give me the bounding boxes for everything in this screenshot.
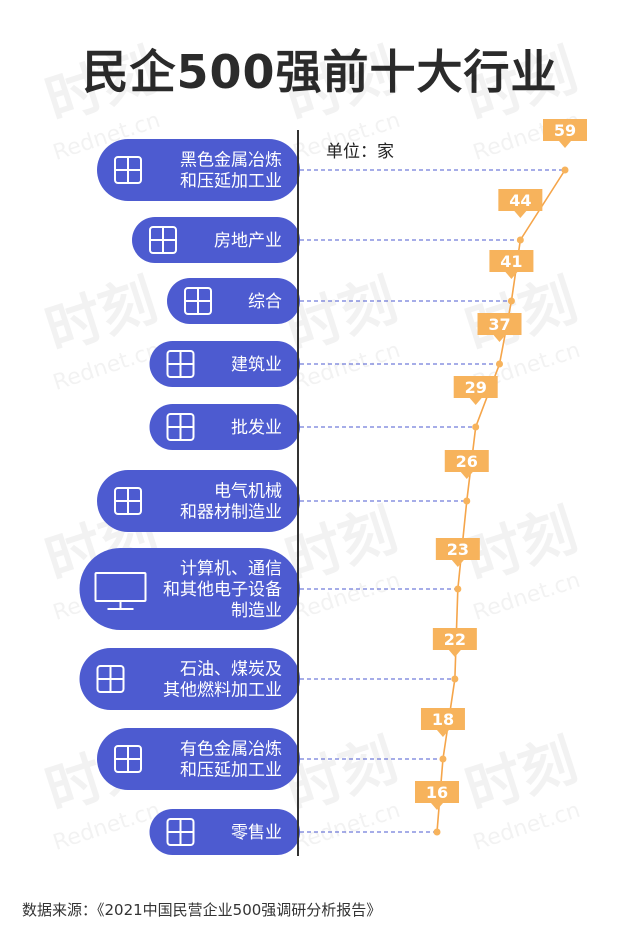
value-tag: 18	[420, 708, 465, 737]
data-point	[463, 497, 471, 505]
category-pill	[149, 404, 300, 450]
category-pill	[97, 728, 300, 790]
electric-machine-icon	[114, 487, 142, 515]
value-tag: 23	[435, 538, 480, 567]
source-note: 数据来源：《2021中国民营企业500强调研分析报告》	[22, 901, 382, 919]
value-tag: 59	[543, 119, 587, 148]
category-label: 电气机械	[214, 482, 282, 502]
category-pill	[97, 470, 300, 532]
data-point	[516, 236, 524, 244]
value-markers: 59 44 41 37 29 26 23 22 18 16	[415, 119, 587, 836]
category-pill	[79, 648, 300, 710]
value-tag: 16	[415, 781, 459, 810]
value-label: 16	[426, 783, 448, 802]
category-label: 黑色金属冶炼	[180, 151, 282, 171]
category-label: 建筑业	[231, 355, 282, 375]
value-label: 18	[432, 710, 454, 729]
category-pills: 黑色金属冶炼和压延加工业房地产业综合建筑业批发业电气机械和器材制造业计算机、通信…	[79, 139, 300, 855]
grid-icon	[184, 287, 212, 315]
category-label: 零售业	[231, 823, 282, 843]
category-label: 有色金属冶炼	[180, 740, 282, 760]
category-pill	[132, 217, 300, 263]
data-point	[472, 423, 480, 431]
data-point	[433, 828, 441, 836]
data-point	[454, 585, 462, 593]
category-label: 综合	[248, 292, 282, 312]
buildings-icon	[166, 350, 195, 378]
guide-lines	[300, 169, 565, 833]
value-label: 41	[500, 252, 522, 271]
category-pill	[149, 341, 300, 387]
crystal-icon	[114, 745, 142, 773]
category-label: 石油、煤炭及	[180, 660, 282, 680]
category-label: 房地产业	[214, 231, 282, 251]
value-tag: 29	[453, 376, 498, 405]
value-tag: 41	[489, 250, 534, 279]
metal-ingot-icon	[114, 156, 142, 184]
unit-label: 单位：家	[326, 142, 394, 162]
category-label: 和压延加工业	[180, 172, 282, 192]
value-label: 22	[444, 630, 466, 649]
value-label: 29	[465, 378, 487, 397]
page-title: 民企500强前十大行业	[82, 45, 558, 99]
oil-barrel-icon	[96, 665, 125, 693]
value-tag: 26	[444, 450, 489, 479]
category-pill	[79, 548, 300, 630]
category-pill	[97, 139, 300, 201]
value-label: 59	[554, 121, 576, 140]
category-label: 制造业	[231, 601, 282, 621]
shopping-cart-icon	[166, 818, 195, 846]
monitor-icon	[94, 572, 147, 610]
category-label: 和器材制造业	[180, 503, 282, 523]
category-pill	[149, 809, 300, 855]
shelf-icon	[166, 413, 195, 441]
data-point	[496, 360, 504, 368]
value-label: 23	[447, 540, 469, 559]
data-point	[561, 166, 569, 174]
data-point	[439, 755, 447, 763]
category-label: 计算机、通信	[180, 559, 282, 579]
category-label: 其他燃料加工业	[163, 681, 282, 701]
house-yuan-icon	[149, 226, 177, 254]
category-label: 和其他电子设备	[163, 580, 282, 600]
data-point	[451, 675, 459, 683]
value-label: 37	[488, 315, 510, 334]
category-label: 和压延加工业	[180, 761, 282, 781]
category-pill	[167, 278, 300, 324]
value-tag: 22	[432, 628, 477, 657]
value-tag: 44	[498, 189, 543, 218]
value-tag: 37	[477, 313, 522, 342]
data-point	[507, 297, 515, 305]
category-label: 批发业	[231, 418, 282, 438]
value-label: 44	[509, 191, 531, 210]
value-label: 26	[456, 452, 478, 471]
